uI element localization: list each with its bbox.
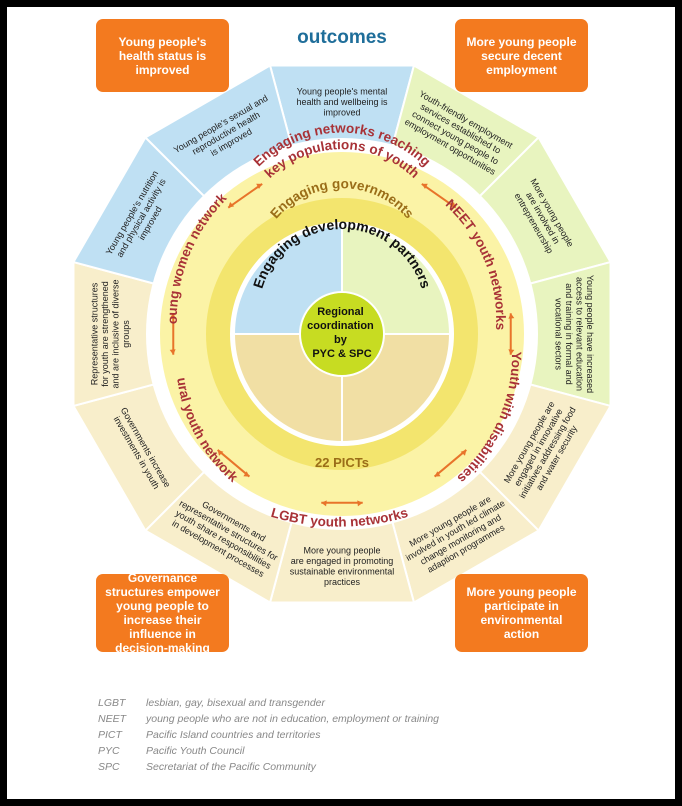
legend-abbr: LGBT [98, 697, 126, 709]
segment-text-line: More young people [303, 545, 380, 555]
segment-text-line: for youth are strengthened [100, 281, 110, 387]
segment-text-education-training: Young people have increasedaccess to rel… [553, 275, 595, 393]
double-arrow [508, 313, 515, 355]
segment-text-line: improved [323, 108, 360, 118]
segment-text-line: groups [121, 320, 131, 348]
segment-text-line: and training in formal and [564, 283, 574, 385]
legend-desc: young people who are not in education, e… [146, 713, 440, 725]
segment-text-line: vocational sectors [553, 298, 563, 371]
center-line: by [334, 334, 348, 346]
segment-text-line: are engaged in promoting [291, 556, 394, 566]
center-line: PYC & SPC [312, 348, 371, 360]
legend-row: LGBT lesbian, gay, bisexual and transgend… [98, 697, 325, 709]
legend-abbr: PICT [98, 729, 122, 741]
legend-desc: Pacific Youth Council [146, 745, 245, 757]
legend-row: SPC Secretariat of the Pacific Community [98, 761, 316, 773]
outcome-box-employment: More young people secure decent employme… [455, 19, 588, 92]
double-arrow [421, 183, 457, 209]
center-text: Regional coordination by PYC & SPC [307, 306, 377, 360]
legend-abbr: SPC [98, 761, 120, 773]
outcome-box-environment: More young people participate in environ… [455, 574, 588, 652]
segment-text-line: Young people's mental [297, 87, 387, 97]
segment-text-line: practices [324, 577, 361, 587]
segment-text-line: sustainable environmental [290, 566, 395, 576]
outcome-box-governance: Governance structures empower young peop… [96, 571, 229, 655]
outcome-box-health: Young people's health status is improved [96, 19, 229, 92]
legend-desc: lesbian, gay, bisexual and transgender [146, 697, 326, 709]
double-arrow [169, 313, 176, 355]
double-arrow [433, 449, 467, 478]
legend-row: PICT Pacific Island countries and territo… [98, 729, 321, 741]
double-arrow [227, 183, 263, 209]
legend-abbr: PYC [98, 745, 120, 757]
segment-text-representative-structures: Representative structuresfor youth are s… [89, 279, 131, 388]
double-arrow [217, 449, 251, 478]
segment-text-line: access to relevant education [574, 277, 584, 391]
double-arrow [321, 500, 363, 507]
segment-text-line: Young people have increased [585, 275, 595, 393]
center-line: Regional [317, 306, 363, 318]
segment-text-line: and are inclusive of diverse [110, 279, 120, 388]
legend-row: PYC Pacific Youth Council [98, 745, 244, 757]
page-title: outcomes [297, 27, 387, 48]
center-circle [299, 291, 385, 377]
legend-desc: Secretariat of the Pacific Community [146, 761, 316, 773]
picts-label: 22 PICTs [315, 455, 369, 470]
legend-desc: Pacific Island countries and territories [146, 729, 321, 741]
segment-text-line: health and wellbeing is [296, 97, 388, 107]
center-line: coordination [307, 320, 374, 332]
legend-abbr: NEET [98, 713, 127, 725]
segment-text-line: Representative structures [89, 282, 99, 385]
legend-row: NEET young people who are not in educatio… [98, 713, 439, 725]
